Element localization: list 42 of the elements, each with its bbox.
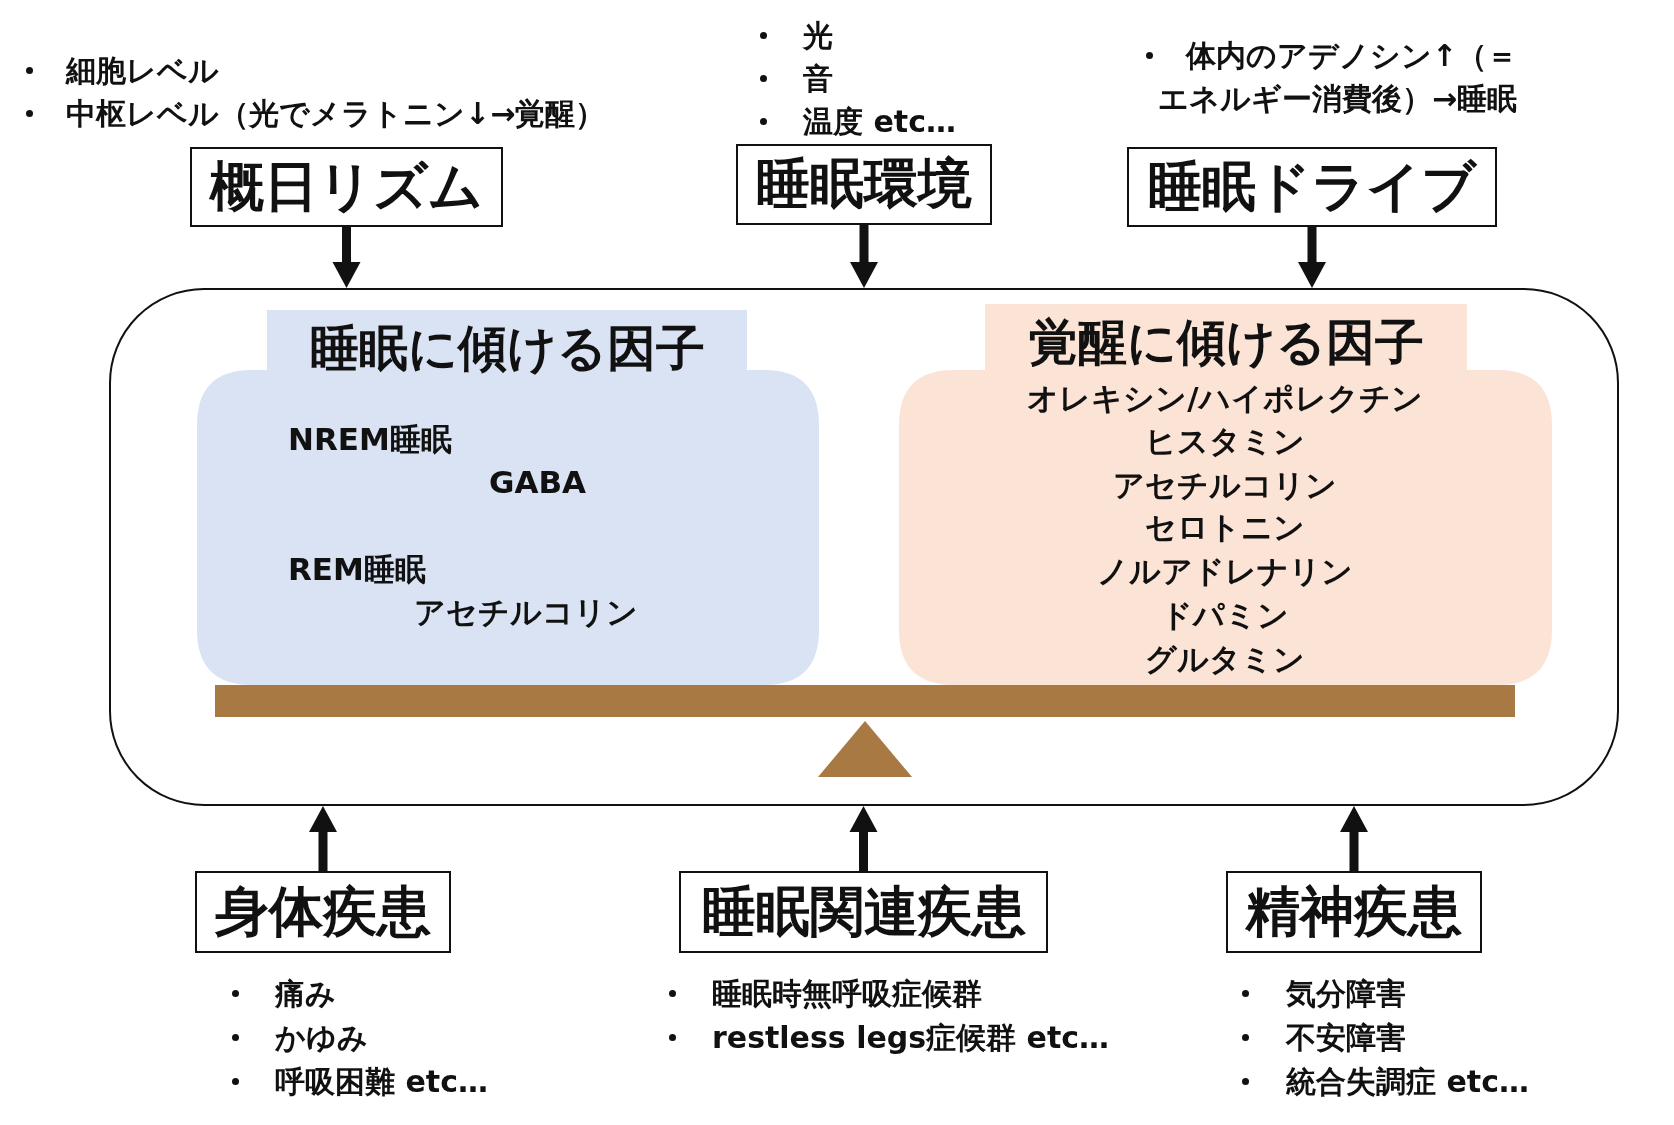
bullet-text: 細胞レベル [66, 52, 219, 90]
label-box: 精神疾患 [1226, 871, 1482, 953]
factor-text: GABA [489, 463, 587, 502]
factor-text: ノルアドレナリン [1096, 552, 1354, 591]
factor-text: ドパミン [1160, 596, 1290, 635]
label-box: 概日リズム [190, 147, 503, 227]
arrow [332, 227, 361, 288]
panel-heading: 睡眠に傾ける因子 [308, 319, 706, 379]
label-box: 睡眠ドライブ [1127, 147, 1497, 227]
factor-panel [899, 304, 1552, 685]
bullet-text: かゆみ [275, 1019, 368, 1057]
factor-text: グルタミン [1144, 640, 1306, 679]
panel-heading: 覚醒に傾ける因子 [1027, 313, 1425, 373]
factor-text: REM睡眠 [288, 550, 426, 589]
arrow [849, 806, 878, 871]
bullet-text: 統合失調症 etc… [1286, 1063, 1529, 1101]
factor-text: セロトニン [1144, 508, 1306, 547]
label-box: 身体疾患 [195, 871, 451, 953]
bullet-text: 中枢レベル（光でメラトニン↓→覚醒） [66, 95, 606, 133]
bullet-text: 不安障害 [1286, 1019, 1406, 1057]
rounded-frame [109, 288, 1619, 806]
factor-text: NREM睡眠 [288, 420, 452, 459]
bullet-text: 温度 etc… [803, 103, 956, 141]
factor-panel [197, 310, 819, 685]
label-box: 睡眠関連疾患 [679, 871, 1048, 953]
arrow [850, 225, 878, 288]
arrow [1340, 806, 1368, 871]
bullet-text: 痛み [275, 975, 336, 1013]
factor-text: オレキシン/ハイポレクチン [1026, 379, 1424, 418]
factor-text: アセチルコリン [1112, 466, 1338, 505]
factor-text: ヒスタミン [1144, 422, 1306, 461]
bullet-text: 気分障害 [1286, 975, 1406, 1013]
label-box: 睡眠環境 [736, 144, 992, 225]
bullet-text: 呼吸困難 etc… [275, 1063, 488, 1101]
bullet-text: 体内のアデノシン↑（＝エネルギー消費後）→睡眠 [1158, 37, 1519, 118]
factor-text: アセチルコリン [414, 593, 638, 632]
bullet-text: 光 [803, 17, 833, 55]
bullet-text: 音 [803, 60, 833, 98]
arrow [309, 806, 337, 871]
bullet-text: restless legs症候群 etc… [712, 1019, 1109, 1057]
arrow [1298, 227, 1326, 288]
bullet-text: 睡眠時無呼吸症候群 [712, 975, 982, 1013]
